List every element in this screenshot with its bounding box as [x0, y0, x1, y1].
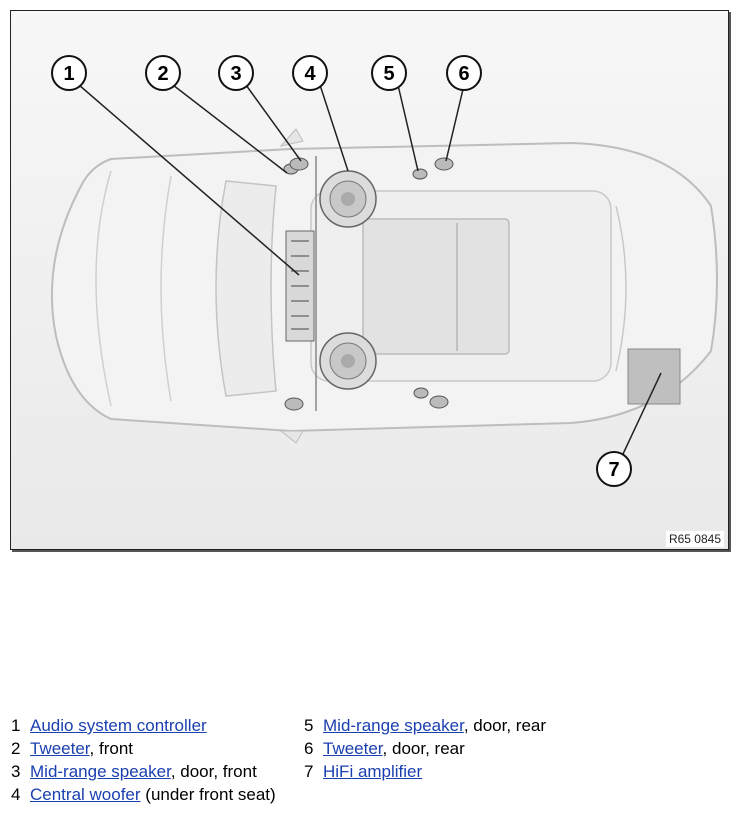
legend-item: 2 Tweeter, front [11, 737, 276, 760]
legend-detail: , door, rear [463, 716, 547, 735]
legend-link-central-woofer[interactable]: Central woofer [30, 785, 141, 804]
svg-text:2: 2 [157, 63, 168, 85]
legend-number: 7 [304, 762, 314, 781]
legend-detail: (under front seat) [140, 785, 276, 804]
legend-detail: , door, front [170, 762, 257, 781]
audio-system-controller [285, 230, 315, 342]
callout-4: 4 [292, 55, 328, 91]
callout-7: 7 [596, 451, 632, 487]
legend-item: 3 Mid-range speaker, door, front [11, 760, 276, 783]
legend-link-mid-range-speaker-rear[interactable]: Mid-range speaker [323, 716, 464, 735]
legend-number: 2 [11, 739, 21, 758]
callout-2: 2 [145, 55, 181, 91]
callout-1: 1 [51, 55, 87, 91]
legend-link-tweeter[interactable]: Tweeter [30, 739, 90, 758]
legend-link-tweeter-rear[interactable]: Tweeter [323, 739, 383, 758]
figure-reference-code: R65 0845 [665, 531, 724, 547]
legend-item: 6 Tweeter, door, rear [304, 737, 546, 760]
legend-detail: , door, rear [382, 739, 465, 758]
legend-detail: , front [89, 739, 134, 758]
legend-number: 3 [11, 762, 21, 781]
svg-text:3: 3 [230, 63, 241, 85]
tweeter-rear-left [434, 157, 454, 171]
legend-number: 4 [11, 785, 21, 804]
legend-column-left: 1 Audio system controller 2 Tweeter, front… [11, 714, 276, 806]
central-woofer-right [319, 332, 377, 390]
sunroof [362, 218, 510, 355]
svg-text:6: 6 [458, 63, 469, 85]
callout-6: 6 [446, 55, 482, 91]
callout-5: 5 [371, 55, 407, 91]
legend-item: 7 HiFi amplifier [304, 760, 546, 783]
legend-number: 5 [304, 716, 314, 735]
windshield [215, 180, 277, 397]
legend-link-mid-range-speaker[interactable]: Mid-range speaker [30, 762, 171, 781]
legend-link-audio-system-controller[interactable]: Audio system controller [30, 716, 207, 735]
legend-number: 6 [304, 739, 314, 758]
car-audio-diagram: 1 2 3 4 5 6 7 R65 0845 [10, 10, 729, 550]
svg-text:5: 5 [383, 63, 394, 85]
tweeter-rear-right [429, 395, 449, 409]
svg-text:1: 1 [63, 63, 74, 85]
legend-number: 1 [11, 716, 21, 735]
midrange-front-left [289, 157, 309, 171]
legend-item: 1 Audio system controller [11, 714, 276, 737]
svg-text:4: 4 [304, 63, 316, 85]
central-woofer-left [319, 170, 377, 228]
legend-item: 4 Central woofer (under front seat) [11, 783, 276, 806]
car-top-view: 1 2 3 4 5 6 7 [50, 55, 718, 487]
legend-item: 5 Mid-range speaker, door, rear [304, 714, 546, 737]
hifi-amplifier [627, 348, 681, 405]
svg-text:7: 7 [608, 459, 619, 481]
midrange-rear-right [413, 387, 429, 399]
midrange-rear-left [412, 168, 428, 180]
tweeter-front-right [284, 397, 304, 411]
leader-lines [78, 84, 662, 455]
callout-3: 3 [218, 55, 254, 91]
legend-link-hifi-amplifier[interactable]: HiFi amplifier [323, 762, 423, 781]
